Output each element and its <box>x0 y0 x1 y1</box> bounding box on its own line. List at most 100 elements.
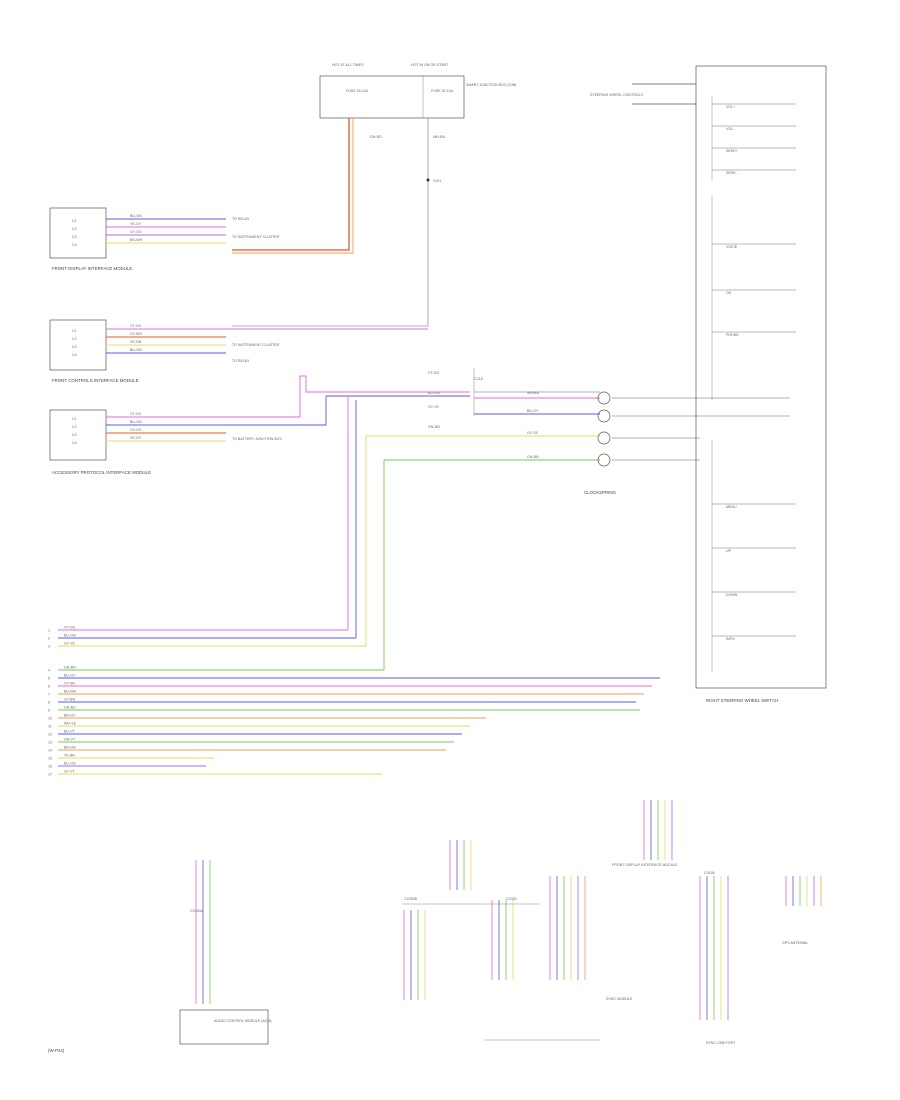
steering-switch-caption: RIGHT STEERING WHEEL SWITCH <box>706 698 778 703</box>
clockspring-coil-4 <box>597 453 611 467</box>
front-display-wire-label-4: BN-WH <box>130 238 143 242</box>
bus-wire-label: VT-GN <box>64 682 75 686</box>
steering-g1-item-1: VOL+ <box>726 105 735 109</box>
splice-dot <box>426 178 430 182</box>
front-display-wire-label-1: BU-GN <box>130 214 142 218</box>
usb-caption: SYNC USB PORT <box>706 1041 736 1045</box>
front-display-caption: FRONT DISPLAY INTERFACE MODULE <box>52 266 132 271</box>
fuse-right-label: FUSE 32 10A <box>431 89 454 93</box>
accessory-pin-1: C1 <box>72 417 77 421</box>
front-display-wire-label-3: GY-OG <box>130 230 142 234</box>
accessory-caption: ACCESSORY PROTOCOL INTERFACE MODULE <box>52 470 151 475</box>
footer-note: (W-P24) <box>48 1048 65 1053</box>
fuse-right-wire <box>232 118 429 327</box>
fuse-hot-left-label: HOT AT ALL TIMES <box>332 63 364 67</box>
fuse-hot-right-label: HOT IN ON OR START <box>411 63 449 67</box>
clockspring-title: C218 <box>474 377 483 381</box>
clockspring-in-label-2: BU-GN <box>428 391 440 395</box>
main-wire-bus: VT-OG1BU-GN2GY-YE3GN-BN4BU-GY5VT-GN6BU-W… <box>48 626 660 777</box>
bus-wire-label: GY-VT <box>64 770 75 774</box>
steering-switch-outline <box>695 65 827 689</box>
front-display-pin-3: C3 <box>72 235 77 239</box>
front-controls-wire-label-1: VT-OG <box>130 324 141 328</box>
bus-pin-number: 16 <box>48 765 52 769</box>
bus-wire-label: YE-BN <box>64 754 75 758</box>
front-display-note-bottom: TO INSTRUMENT CLUSTER <box>232 235 280 239</box>
fuse-box-wires <box>232 118 430 327</box>
clockspring-coil-3 <box>597 431 611 445</box>
accessory-wire-label-2: BU-GN <box>130 420 142 424</box>
bus-wire-label: BU-GN <box>64 634 76 638</box>
fuse-left-wire-2 <box>232 118 354 254</box>
steering-g2-item-1: VOICE <box>726 245 738 249</box>
accessory-outline <box>49 409 107 461</box>
front-controls-wire-label-4: BU-GN <box>130 348 142 352</box>
front-controls-caption: FRONT CONTROLS INTERFACE MODULE <box>52 378 139 383</box>
front-controls-outline <box>49 319 107 371</box>
bus-pin-number: 2 <box>48 637 50 641</box>
accessory-pin-4: C4 <box>72 441 77 445</box>
front-controls-wire-label-3: YE-GN <box>130 340 142 344</box>
bus-pin-number: 15 <box>48 757 52 761</box>
splice-label: S101 <box>433 179 441 183</box>
bus-wire-label: BU-GY <box>64 674 76 678</box>
accessory-module: C1 C2 C3 C4 ACCESSORY PROTOCOL INTERFACE… <box>49 375 330 475</box>
bus-wire-label: GN-BN <box>64 666 76 670</box>
clockspring-in-label-3: GY-YE <box>428 405 439 409</box>
clockspring-in-label-4: GN-BN <box>428 425 440 429</box>
bus-wire-label: BN-GN <box>64 746 76 750</box>
bus-wire-label: WH-YE <box>64 722 77 726</box>
fuse-left-wire <box>232 118 350 251</box>
bus-pin-number: 14 <box>48 749 52 753</box>
fuse-left-label: FUSE 18 10A <box>346 89 369 93</box>
bus-pin-number: 10 <box>48 717 52 721</box>
front-controls-pin-1: C1 <box>72 329 77 333</box>
front-controls-pin-3: C3 <box>72 345 77 349</box>
steering-switch: STEERING WHEEL CONTROLS VOL+ VOL- SEEK+ … <box>590 65 827 703</box>
steering-g3-item-4: INFO <box>726 637 735 641</box>
steering-g1-item-2: VOL- <box>726 127 735 131</box>
bus-pin-number: 6 <box>48 685 50 689</box>
fuse-wire-right-label: WH-BU <box>433 135 446 139</box>
clockspring-caption: CLOCKSPRING <box>584 490 617 495</box>
accessory-wire-label-1: VT-OG <box>130 412 141 416</box>
front-display-outline <box>49 207 107 259</box>
bus-wire-label: GY-BN <box>64 698 75 702</box>
bus-pin-number: 3 <box>48 645 50 649</box>
audio-control-caption: AUDIO CONTROL MODULE (ACM) <box>214 1019 272 1023</box>
bus-wire-label: GN-VT <box>64 738 76 742</box>
front-controls-pin-4: C4 <box>72 353 77 357</box>
accessory-wire-label-4: YE-GY <box>130 436 142 440</box>
bus-wire-label: GN-BU <box>64 706 76 710</box>
bus-wire-label: BU-OG <box>64 762 76 766</box>
clockspring-coil-2 <box>597 409 611 423</box>
bus-pin-number: 17 <box>48 773 52 777</box>
clockspring-out-label-4: GN-BN <box>527 455 539 459</box>
bus-pin-number: 13 <box>48 741 52 745</box>
steering-g2-item-3: PHONE <box>726 333 739 337</box>
clockspring-out-label-2: BU-GY <box>527 409 539 413</box>
fuse-box-outline <box>319 75 465 119</box>
front-display-module: C1 C2 C3 C4 FRONT DISPLAY INTERFACE MODU… <box>49 207 280 271</box>
display-caption: FRONT DISPLAY INTERFACE MODULE <box>612 863 678 867</box>
steering-g1-item-3: SEEK+ <box>726 149 738 153</box>
front-display-pin-4: C4 <box>72 243 77 247</box>
clockspring-in-label-1: VT-OG <box>428 371 439 375</box>
accessory-wire-1 <box>106 375 306 418</box>
bus-pin-number: 11 <box>48 725 52 729</box>
connector-b-label: C2280B <box>404 897 418 901</box>
connector-c-label: C2383 <box>506 897 517 901</box>
connector-d-label: C3195 <box>704 871 715 875</box>
front-controls-note-top: TO INSTRUMENT CLUSTER <box>232 343 280 347</box>
steering-g3-item-2: UP <box>726 549 732 553</box>
accessory-wire-2 <box>106 395 330 426</box>
front-controls-module: C1 C2 C3 C4 FRONT CONTROLS INTERFACE MOD… <box>49 319 428 383</box>
front-display-pin-2: C2 <box>72 227 77 231</box>
bus-wire-label: GY-YE <box>64 642 75 646</box>
bus-wire-label: BU-VT <box>64 730 76 734</box>
bus-pin-number: 12 <box>48 733 52 737</box>
connector-a-label: C2280A <box>190 909 204 913</box>
steering-g2-item-2: OK <box>726 291 732 295</box>
front-display-note-top: TO RELAY <box>232 217 250 221</box>
fuse-wire-left-label: GN-RD <box>370 135 382 139</box>
